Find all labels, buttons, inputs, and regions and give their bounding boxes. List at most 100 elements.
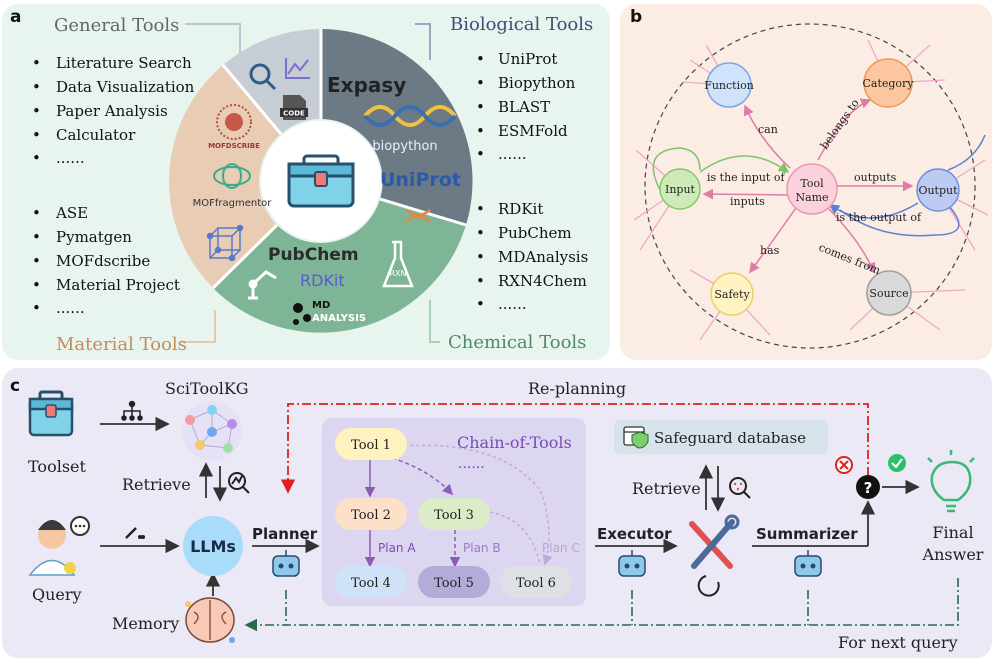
list-item: Material Project <box>56 276 180 294</box>
edge-label-comes-from: comes from <box>817 241 883 278</box>
plan-labels: Plan A Plan B Plan C <box>378 541 580 555</box>
svg-text:•: • <box>32 126 41 144</box>
list-item: ESMFold <box>498 122 568 140</box>
list-item: PubChem <box>498 224 572 242</box>
biopython-label: biopython <box>372 139 437 154</box>
svg-text:•: • <box>32 149 41 167</box>
svg-text:•: • <box>476 98 485 116</box>
rdkit-logo: RDKit <box>300 271 345 290</box>
graph-main-edges <box>652 98 986 274</box>
left-arrows <box>100 416 320 596</box>
svg-text:Source: Source <box>869 287 908 300</box>
plan-b-label: Plan B <box>463 541 501 555</box>
edge-label-outputs: outputs <box>854 171 897 184</box>
list-item: ...... <box>56 299 85 317</box>
node-category: Category <box>862 58 914 108</box>
next-query-label: For next query <box>838 633 958 652</box>
svg-text:Output: Output <box>918 184 958 197</box>
wheel-sector-chemical <box>213 199 466 333</box>
wrench-screwdriver-icon <box>689 514 740 597</box>
list-item: ...... <box>498 145 527 163</box>
panel-a-label: a <box>10 7 21 27</box>
rxn-label: RXN <box>389 269 406 278</box>
scientist-icon <box>28 520 76 576</box>
node-function: Function <box>704 62 754 108</box>
hierarchy-icon <box>121 400 143 421</box>
svg-text:•: • <box>476 295 485 313</box>
edge-label-can: can <box>758 123 778 136</box>
svg-text:•: • <box>476 74 485 92</box>
chain-of-tools-title: Chain-of-Tools <box>457 433 572 452</box>
retrieve-left-label: Retrieve <box>122 475 191 494</box>
chemical-tools-list: •RDKit •PubChem •MDAnalysis •RXN4Chem •.… <box>476 200 588 313</box>
replanning-arrow <box>280 403 869 494</box>
tool-node-label: Tool 2 <box>351 508 391 523</box>
mofdscribe-label: MOFDSCRIBE <box>208 142 260 150</box>
crystal-lattice-icon <box>206 224 244 262</box>
memory-label: Memory <box>112 614 179 633</box>
md-label: MD <box>312 300 330 311</box>
query-label: Query <box>32 585 82 604</box>
dna-icon <box>405 209 431 223</box>
svg-text:•: • <box>32 228 41 246</box>
node-source: Source <box>866 270 912 316</box>
edge-label-is-output-of: is the output of <box>836 211 922 224</box>
final-label-line2: Answer <box>922 545 984 564</box>
list-item: Biopython <box>498 74 576 92</box>
edge-label-is-input-of: is the input of <box>707 171 785 184</box>
lightbulb-icon <box>927 450 975 513</box>
llms-node <box>183 516 243 576</box>
list-item: ASE <box>55 204 88 222</box>
line-chart-icon <box>285 58 310 79</box>
material-tools-title: Material Tools <box>56 334 187 355</box>
wheel-sector-material <box>169 65 281 288</box>
list-item: ...... <box>56 149 85 167</box>
svg-text:•: • <box>476 248 485 266</box>
list-item: RXN4Chem <box>498 272 587 290</box>
list-item: Pymatgen <box>56 228 132 246</box>
edge-label-belongs-to: belongs to <box>818 96 862 151</box>
mdanalysis-logo: MD ANALYSIS <box>293 300 366 325</box>
svg-text:Input: Input <box>665 183 696 196</box>
summarizer-robot-icon <box>794 550 822 577</box>
safeguard-database-label: Safeguard database <box>654 429 806 447</box>
svg-text:•: • <box>476 200 485 218</box>
graph-boundary <box>644 23 976 349</box>
svg-text:Name: Name <box>795 191 828 204</box>
toolset-label: Toolset <box>28 457 86 476</box>
plan-a-label: Plan A <box>378 541 416 555</box>
svg-text:•: • <box>476 224 485 242</box>
robot-arm-icon <box>248 270 277 300</box>
general-tools-title: General Tools <box>54 15 179 36</box>
list-item: ...... <box>498 295 527 313</box>
executor-label: Executor <box>597 525 672 543</box>
svg-text:Function: Function <box>704 79 754 92</box>
biological-tools-list: •UniProt •Biopython •BLAST •ESMFold •...… <box>476 50 576 163</box>
feedback-arrows <box>244 578 959 632</box>
panel-c-label: c <box>10 376 20 396</box>
tool-node-label: Tool 4 <box>351 576 391 591</box>
analysis-label: ANALYSIS <box>312 313 366 324</box>
list-item: Literature Search <box>56 54 192 72</box>
planner-robot-icon <box>272 550 300 577</box>
executor-robot-icon <box>618 550 646 577</box>
search-trend-icon <box>228 472 250 494</box>
toolbox-icon <box>287 154 355 208</box>
svg-text:Category: Category <box>862 77 914 90</box>
chain-tool-nodes <box>335 428 572 598</box>
scitoolkg-label: SciToolKG <box>165 379 249 398</box>
list-item: MDAnalysis <box>498 248 588 266</box>
svg-text:Tool: Tool <box>800 177 824 190</box>
chain-edges <box>364 444 553 568</box>
summarizer-label: Summarizer <box>756 525 858 543</box>
moffragmentor-label: MOFfragmentor <box>193 198 273 209</box>
chat-bubble-icon <box>70 516 90 536</box>
wheel-sector-biological <box>321 29 473 225</box>
tool-node-label: Tool 1 <box>351 438 391 453</box>
list-item: Paper Analysis <box>56 102 168 120</box>
moffragmentor-logo: MOFfragmentor <box>193 163 273 209</box>
retrieve-arrows-right <box>698 464 726 512</box>
edge-label-has: has <box>760 244 780 257</box>
code-file-icon: CODE <box>280 95 308 120</box>
knowledge-graph-globe-icon <box>182 401 242 461</box>
